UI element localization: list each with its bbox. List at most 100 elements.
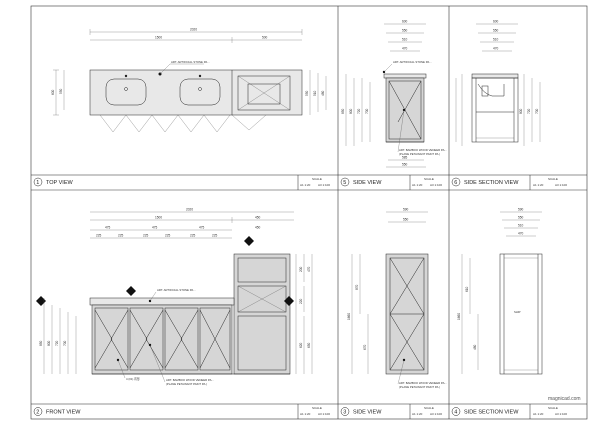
svg-text:470: 470 <box>307 266 311 272</box>
svg-text:510: 510 <box>313 90 317 96</box>
svg-text:A3 1:100: A3 1:100 <box>318 412 330 416</box>
svg-text:SCALE: SCALE <box>312 177 322 181</box>
svg-text:4: 4 <box>454 410 457 416</box>
svg-text:SCALE: SCALE <box>424 406 434 410</box>
svg-text:ART. BAMBOO WOOD VENEER PA...: ART. BAMBOO WOOD VENEER PA... <box>399 381 447 385</box>
svg-text:ART. ARTIFICIAL STONE PA...: ART. ARTIFICIAL STONE PA... <box>171 60 210 64</box>
front-view: 2020 1500 450 475 475 475 225 225 225 22… <box>36 208 313 386</box>
title-block-2: 2 FRONT VIEW SCALE A1 1:20 A3 1:100 <box>31 403 338 419</box>
svg-text:SIDE VIEW: SIDE VIEW <box>353 180 382 186</box>
side-view-5: 600 550 510 470 850 800 720 700 585 550 … <box>341 20 447 168</box>
svg-text:5: 5 <box>343 180 346 186</box>
svg-text:800: 800 <box>349 108 353 114</box>
title-block-3: 3 SIDE VIEW SCALE A1 1:20 A3 1:100 <box>338 403 449 419</box>
side-section-view-6: 600 550 510 470 800 720 700 <box>455 20 541 146</box>
svg-text:A3 1:100: A3 1:100 <box>430 183 442 187</box>
svg-text:585: 585 <box>402 156 408 160</box>
svg-text:(PLANE PETAINANT PAINT PA.): (PLANE PETAINANT PAINT PA.) <box>166 382 207 386</box>
svg-text:600: 600 <box>493 20 499 24</box>
svg-text:590: 590 <box>518 208 524 212</box>
svg-text:510: 510 <box>402 38 408 42</box>
svg-text:670: 670 <box>363 344 367 350</box>
svg-text:600: 600 <box>51 89 55 95</box>
svg-text:SCALE: SCALE <box>548 406 558 410</box>
svg-text:SIDE VIEW: SIDE VIEW <box>353 410 382 416</box>
svg-text:225: 225 <box>190 234 196 238</box>
svg-text:720: 720 <box>55 340 59 346</box>
svg-text:SCALE: SCALE <box>548 177 558 181</box>
svg-text:550: 550 <box>402 163 408 167</box>
svg-text:ART. BAMBOO WOOD VENEER PA...: ART. BAMBOO WOOD VENEER PA... <box>399 148 447 152</box>
svg-text:A3 1:100: A3 1:100 <box>555 183 567 187</box>
section-marker <box>244 236 254 246</box>
svg-text:510: 510 <box>493 38 499 42</box>
svg-text:450: 450 <box>255 226 261 230</box>
svg-text:200: 200 <box>299 266 303 272</box>
svg-text:500: 500 <box>262 36 268 40</box>
svg-text:225: 225 <box>96 234 102 238</box>
svg-text:700: 700 <box>365 108 369 114</box>
svg-text:550: 550 <box>305 90 309 96</box>
svg-text:A1 1:20: A1 1:20 <box>533 183 544 187</box>
svg-text:1500: 1500 <box>155 36 162 40</box>
svg-text:610: 610 <box>465 286 469 292</box>
svg-text:2020: 2020 <box>190 28 197 32</box>
svg-text:470: 470 <box>402 47 408 51</box>
svg-text:800: 800 <box>519 108 523 114</box>
title-block-1: 1 TOP VIEW SCALE A1 1:20 A3 1:100 <box>31 174 338 190</box>
svg-text:A1 1:20: A1 1:20 <box>412 412 423 416</box>
svg-text:475: 475 <box>152 226 158 230</box>
svg-text:720: 720 <box>357 108 361 114</box>
svg-text:ART. ARTIFICIAL STONE PA...: ART. ARTIFICIAL STONE PA... <box>157 288 196 292</box>
title-block-4: 4 SIDE SECTION VIEW SCALE A1 1:20 A3 1:1… <box>449 403 587 419</box>
svg-text:700: 700 <box>63 340 67 346</box>
sheet-frame <box>30 5 588 420</box>
svg-text:ART. BAMBOO WOOD VENEER PA...: ART. BAMBOO WOOD VENEER PA... <box>166 378 214 382</box>
top-view: 2020 1500 500 600 550 550 510 <box>51 28 327 133</box>
svg-text:1: 1 <box>36 180 39 186</box>
svg-text:1660: 1660 <box>457 313 461 320</box>
svg-text:470: 470 <box>493 47 499 51</box>
sink-right <box>179 78 221 106</box>
svg-text:225: 225 <box>118 234 124 238</box>
svg-text:220: 220 <box>299 298 303 304</box>
svg-text:2020: 2020 <box>186 208 193 212</box>
cabinet-doors <box>94 307 231 371</box>
svg-text:475: 475 <box>199 226 205 230</box>
svg-text:225: 225 <box>165 234 171 238</box>
svg-text:470: 470 <box>518 232 524 236</box>
svg-text:(PLANE PETAINANT PAINT PA.): (PLANE PETAINANT PAINT PA.) <box>399 385 440 389</box>
svg-text:SHIP: SHIP <box>514 310 521 314</box>
svg-text:A1 1:20: A1 1:20 <box>412 183 423 187</box>
svg-text:A1 1:20: A1 1:20 <box>300 412 311 416</box>
side-view-3: 590 550 1660 870 670 ART. BAMBOO WOOD VE… <box>347 208 447 390</box>
svg-text:1660: 1660 <box>347 313 351 320</box>
svg-text:650: 650 <box>307 342 311 348</box>
section-marker <box>284 296 294 306</box>
svg-text:475: 475 <box>105 226 111 230</box>
title-block-5: 5 SIDE VIEW SCALE A1 1:20 A3 1:100 <box>338 174 449 190</box>
svg-text:1500: 1500 <box>155 216 162 220</box>
svg-text:850: 850 <box>341 108 345 114</box>
svg-text:870: 870 <box>355 284 359 290</box>
svg-text:550: 550 <box>59 88 63 94</box>
svg-text:225: 225 <box>143 234 149 238</box>
svg-text:6: 6 <box>454 180 457 186</box>
svg-text:510: 510 <box>518 224 524 228</box>
svg-text:3: 3 <box>343 410 346 416</box>
section-marker <box>36 296 46 306</box>
svg-text:480: 480 <box>321 90 325 96</box>
svg-text:800: 800 <box>47 340 51 346</box>
svg-text:A3 1:100: A3 1:100 <box>318 183 330 187</box>
section-marker <box>126 286 136 296</box>
svg-text:720: 720 <box>527 108 531 114</box>
svg-text:450: 450 <box>255 216 261 220</box>
side-section-view-4: 590 550 510 470 SHIP 1660 610 480 <box>457 208 543 375</box>
svg-text:225: 225 <box>212 234 218 238</box>
svg-text:SCALE: SCALE <box>312 406 322 410</box>
svg-text:SIDE SECTION VIEW: SIDE SECTION VIEW <box>464 180 519 186</box>
svg-text:550: 550 <box>518 216 524 220</box>
svg-text:A1 1:20: A1 1:20 <box>300 183 311 187</box>
svg-text:590: 590 <box>403 208 409 212</box>
